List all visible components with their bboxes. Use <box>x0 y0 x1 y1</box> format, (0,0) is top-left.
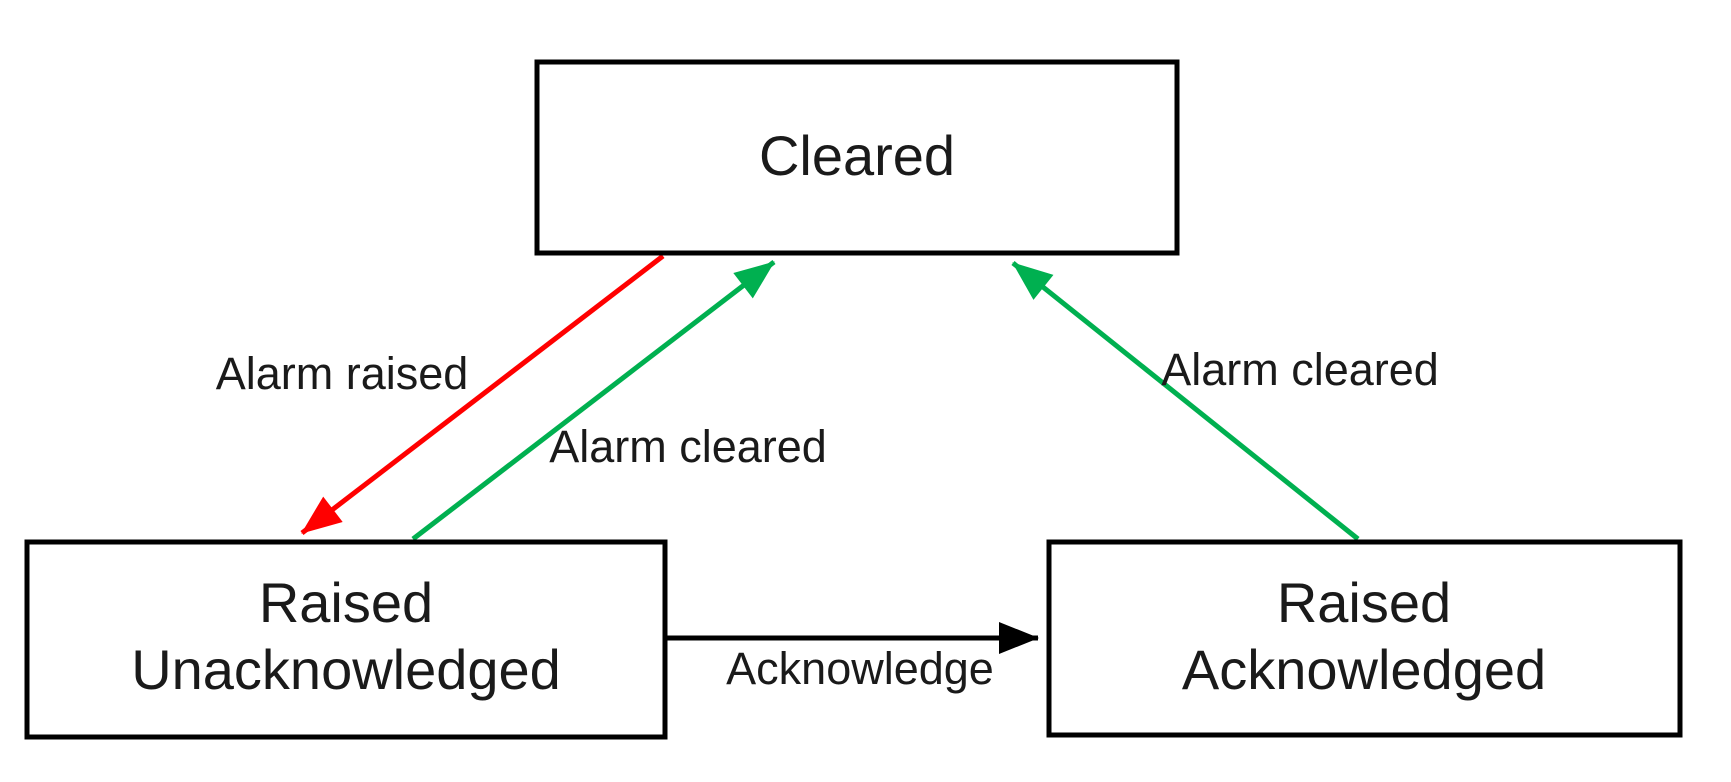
edge-label-alarm-cleared-left: Alarm cleared <box>549 421 827 472</box>
edge-alarm-cleared-left <box>411 260 776 541</box>
node-raised-unacknowledged-box <box>24 539 668 740</box>
node-raised-acknowledged-label-line2: Acknowledged <box>1182 638 1546 701</box>
edge-label-alarm-cleared-right: Alarm cleared <box>1161 344 1439 395</box>
node-raised-unacknowledged-label-line2: Unacknowledged <box>131 638 561 701</box>
node-raised-unacknowledged-label-line1: Raised <box>259 571 433 634</box>
edge-label-alarm-raised: Alarm raised <box>216 348 469 399</box>
node-cleared-box <box>534 59 1180 256</box>
node-raised-acknowledged: Raised Acknowledged <box>1046 539 1683 738</box>
node-cleared-label: Cleared <box>759 124 955 187</box>
node-raised-acknowledged-box <box>1046 539 1683 738</box>
node-cleared: Cleared <box>534 59 1180 256</box>
node-raised-acknowledged-label-line1: Raised <box>1277 571 1451 634</box>
edge-alarm-cleared-right <box>1011 261 1360 541</box>
edge-alarm-raised <box>300 254 665 535</box>
node-raised-unacknowledged: Raised Unacknowledged <box>24 539 668 740</box>
edge-label-acknowledge: Acknowledge <box>726 643 994 694</box>
